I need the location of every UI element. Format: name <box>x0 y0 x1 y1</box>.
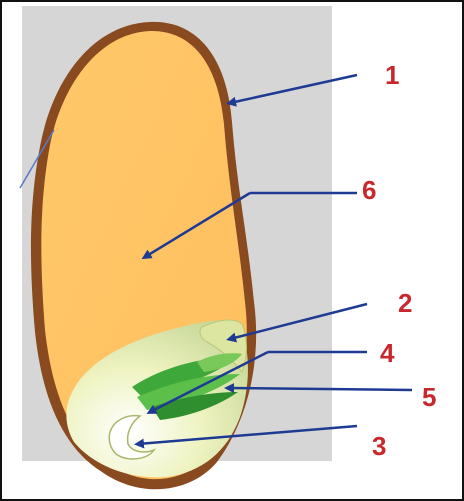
label-1: 1 <box>385 60 399 90</box>
label-3: 3 <box>372 431 386 461</box>
label-5: 5 <box>422 382 436 412</box>
label-6: 6 <box>362 175 376 205</box>
label-4: 4 <box>380 338 395 368</box>
label-2: 2 <box>398 288 412 318</box>
